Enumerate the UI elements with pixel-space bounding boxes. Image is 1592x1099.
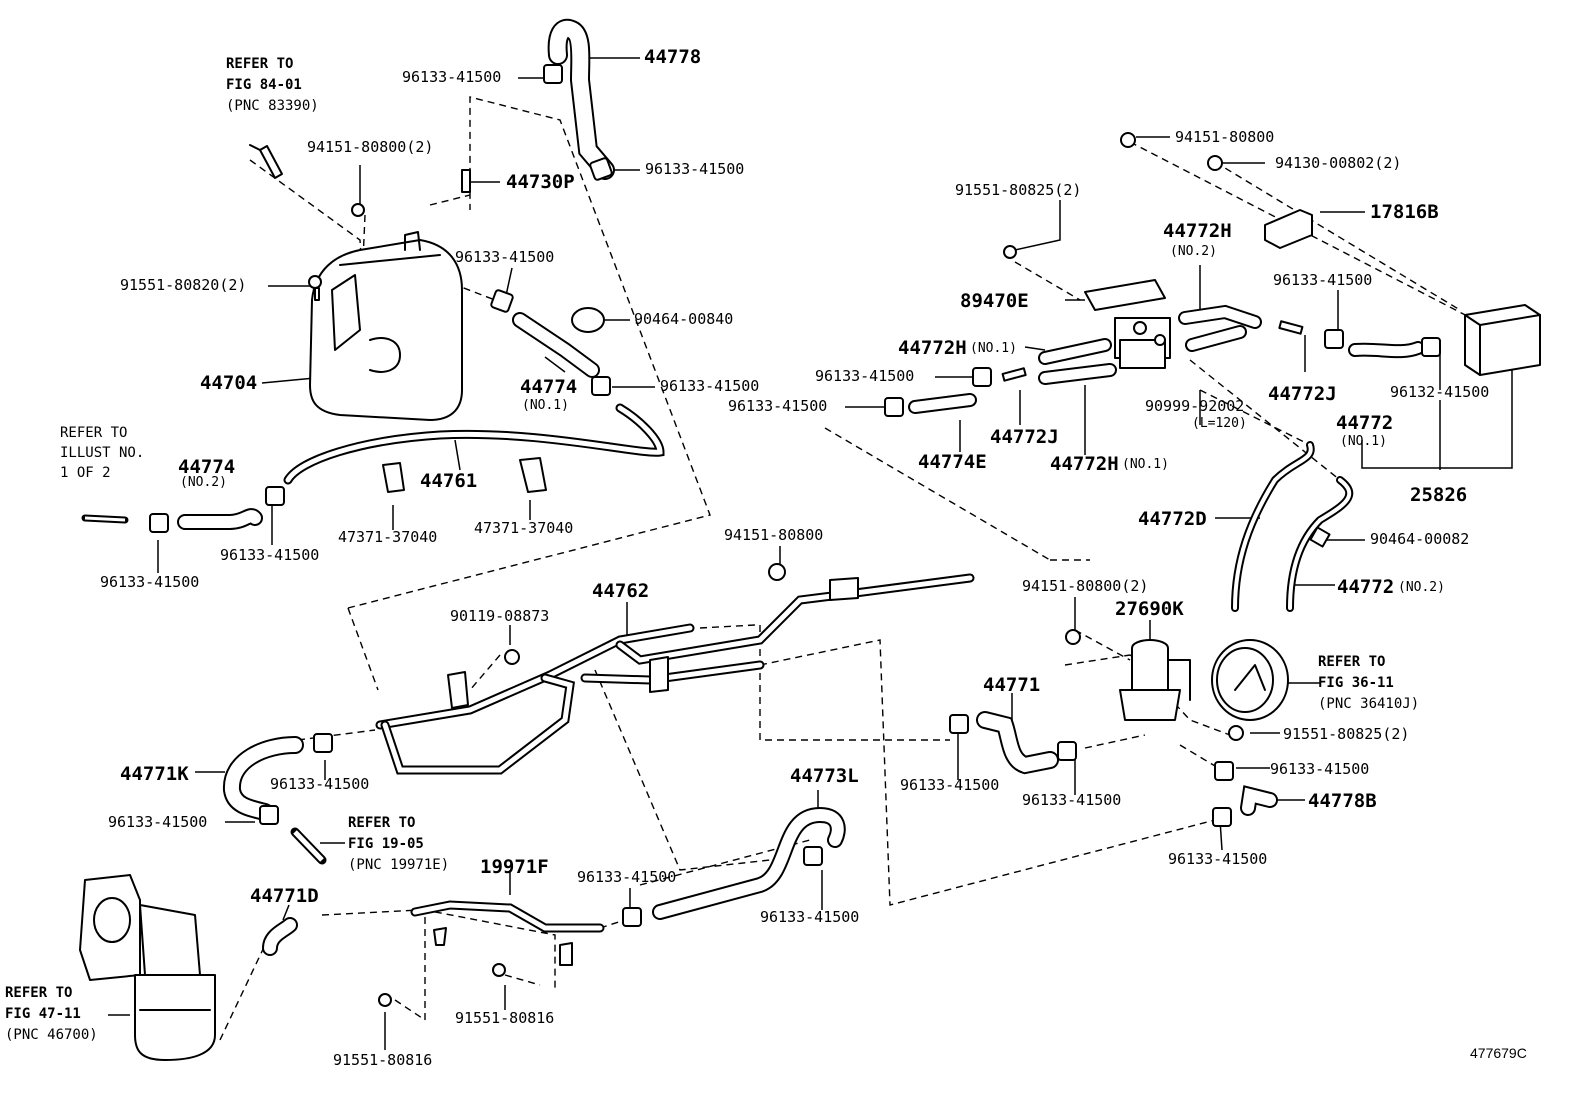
label-44774-no2-sub: (NO.2) <box>180 475 227 490</box>
label-91551-80825-2: 91551-80825(2) <box>1283 725 1410 743</box>
refer-fig47-line3: (PNC 46700) <box>5 1027 98 1043</box>
label-96133-41500: 96133-41500 <box>270 775 370 793</box>
label-44762: 44762 <box>592 580 650 602</box>
label-94151-80800: 94151-80800 <box>724 526 824 544</box>
label-44778: 44778 <box>644 46 702 68</box>
label-44774E: 44774E <box>918 451 987 473</box>
label-44772J: 44772J <box>1268 383 1337 405</box>
label-44774-no1-sub: (NO.1) <box>522 398 569 413</box>
label-96133-41500: 96133-41500 <box>402 68 502 86</box>
refer-fig36-line1: REFER TO <box>1318 654 1386 670</box>
label-44772J: 44772J <box>990 426 1059 448</box>
refer-fig19-line1: REFER TO <box>348 815 416 831</box>
label-44772-no1-sub: (NO.1) <box>1340 434 1387 449</box>
pipe-brackets <box>433 577 859 966</box>
label-44704: 44704 <box>200 372 258 394</box>
label-47371-37040: 47371-37040 <box>474 519 574 537</box>
label-96133-41500: 96133-41500 <box>455 248 555 266</box>
hoses <box>81 18 1425 956</box>
vsv-27690k <box>1119 639 1191 721</box>
label-44772H-no1-sub: (NO.1) <box>1122 457 1169 472</box>
refer-illust-line3: 1 OF 2 <box>60 465 111 481</box>
label-90464-00082: 90464-00082 <box>1370 530 1470 548</box>
label-96133-41500: 96133-41500 <box>1273 271 1373 289</box>
label-96133-41500: 96133-41500 <box>100 573 200 591</box>
label-91551-80816: 91551-80816 <box>333 1051 433 1069</box>
refer-fig19-line2: FIG 19-05 <box>348 836 424 852</box>
refer-fig84-line1: REFER TO <box>226 56 294 72</box>
label-91551-80820-2: 91551-80820(2) <box>120 276 247 294</box>
label-47371-37040: 47371-37040 <box>338 528 438 546</box>
refer-fig36-line3: (PNC 36410J) <box>1318 696 1420 712</box>
label-94130-00802-2: 94130-00802(2) <box>1275 154 1402 172</box>
leader-lines <box>108 57 1513 1050</box>
refer-fig84-line3: (PNC 83390) <box>226 98 319 114</box>
clamps <box>149 64 1441 927</box>
refer-illust-line1: REFER TO <box>60 425 128 441</box>
label-94151-80800-2: 94151-80800(2) <box>307 138 434 156</box>
refer-fig84-line2: FIG 84-01 <box>226 77 302 93</box>
label-44772-no1: 44772 <box>1336 412 1394 434</box>
tie-straps <box>382 307 605 493</box>
refer-illust-line2: ILLUST NO. <box>60 445 145 461</box>
label-90999-sub: (L=120) <box>1192 416 1247 431</box>
label-44773L: 44773L <box>790 765 859 787</box>
label-94151-80800-2: 94151-80800(2) <box>1022 577 1149 595</box>
label-44771K: 44771K <box>120 763 189 785</box>
refer-fig47-line2: FIG 47-11 <box>5 1006 81 1022</box>
label-96133-41500: 96133-41500 <box>760 908 860 926</box>
label-96133-41500: 96133-41500 <box>1022 791 1122 809</box>
label-27690K: 27690K <box>1115 598 1184 620</box>
label-96133-41500: 96133-41500 <box>220 546 320 564</box>
label-44774-no1: 44774 <box>520 376 578 398</box>
label-94151-80800: 94151-80800 <box>1175 128 1275 146</box>
label-96132-41500: 96132-41500 <box>1390 383 1490 401</box>
label-89470E: 89470E <box>960 290 1029 312</box>
label-96133-41500: 96133-41500 <box>900 776 1000 794</box>
refer-fig19-line3: (PNC 19971E) <box>348 857 450 873</box>
label-96133-41500: 96133-41500 <box>728 397 828 415</box>
label-25826: 25826 <box>1410 484 1468 506</box>
label-91551-80825-2: 91551-80825(2) <box>955 181 1082 199</box>
image-code: 477679C <box>1470 1045 1527 1061</box>
label-44772H-no1-sub: (NO.1) <box>970 341 1017 356</box>
label-90464-00840: 90464-00840 <box>634 310 734 328</box>
label-44772H-no1: 44772H <box>1050 453 1119 475</box>
label-44772-no2: 44772 <box>1337 576 1395 598</box>
label-44778B: 44778B <box>1308 790 1377 812</box>
bracket <box>1264 209 1313 249</box>
label-96133-41500: 96133-41500 <box>645 160 745 178</box>
label-44774-no2: 44774 <box>178 456 236 478</box>
label-90999-92002: 90999-92002 <box>1145 397 1245 415</box>
label-19971F: 19971F <box>480 856 549 878</box>
label-96133-41500: 96133-41500 <box>1168 850 1268 868</box>
label-44772-no2-sub: (NO.2) <box>1398 580 1445 595</box>
label-44771: 44771 <box>983 674 1041 696</box>
label-44730P: 44730P <box>506 171 575 193</box>
canister-tank <box>309 231 463 421</box>
label-44761: 44761 <box>420 470 478 492</box>
throttle-body <box>79 874 216 1061</box>
label-96133-41500: 96133-41500 <box>1270 760 1370 778</box>
filter-box <box>1464 304 1541 376</box>
label-44772H-no2: 44772H <box>1163 220 1232 242</box>
label-44772H-no2-sub: (NO.2) <box>1170 244 1217 259</box>
refer-fig36-line2: FIG 36-11 <box>1318 675 1394 691</box>
label-96133-41500: 96133-41500 <box>108 813 208 831</box>
refer-fig47-line1: REFER TO <box>5 985 73 1001</box>
vsv-cluster <box>1084 279 1171 369</box>
label-44771D: 44771D <box>250 885 319 907</box>
label-90119-08873: 90119-08873 <box>450 607 550 625</box>
fasteners <box>249 132 1331 1007</box>
label-96133-41500: 96133-41500 <box>815 367 915 385</box>
label-96133-41500: 96133-41500 <box>577 868 677 886</box>
label-17816B: 17816B <box>1370 201 1439 223</box>
label-44772H-no1: 44772H <box>898 337 967 359</box>
label-96133-41500: 96133-41500 <box>660 377 760 395</box>
label-91551-80816: 91551-80816 <box>455 1009 555 1027</box>
actuator-fig36 <box>1211 639 1289 721</box>
label-44772D: 44772D <box>1138 508 1207 530</box>
